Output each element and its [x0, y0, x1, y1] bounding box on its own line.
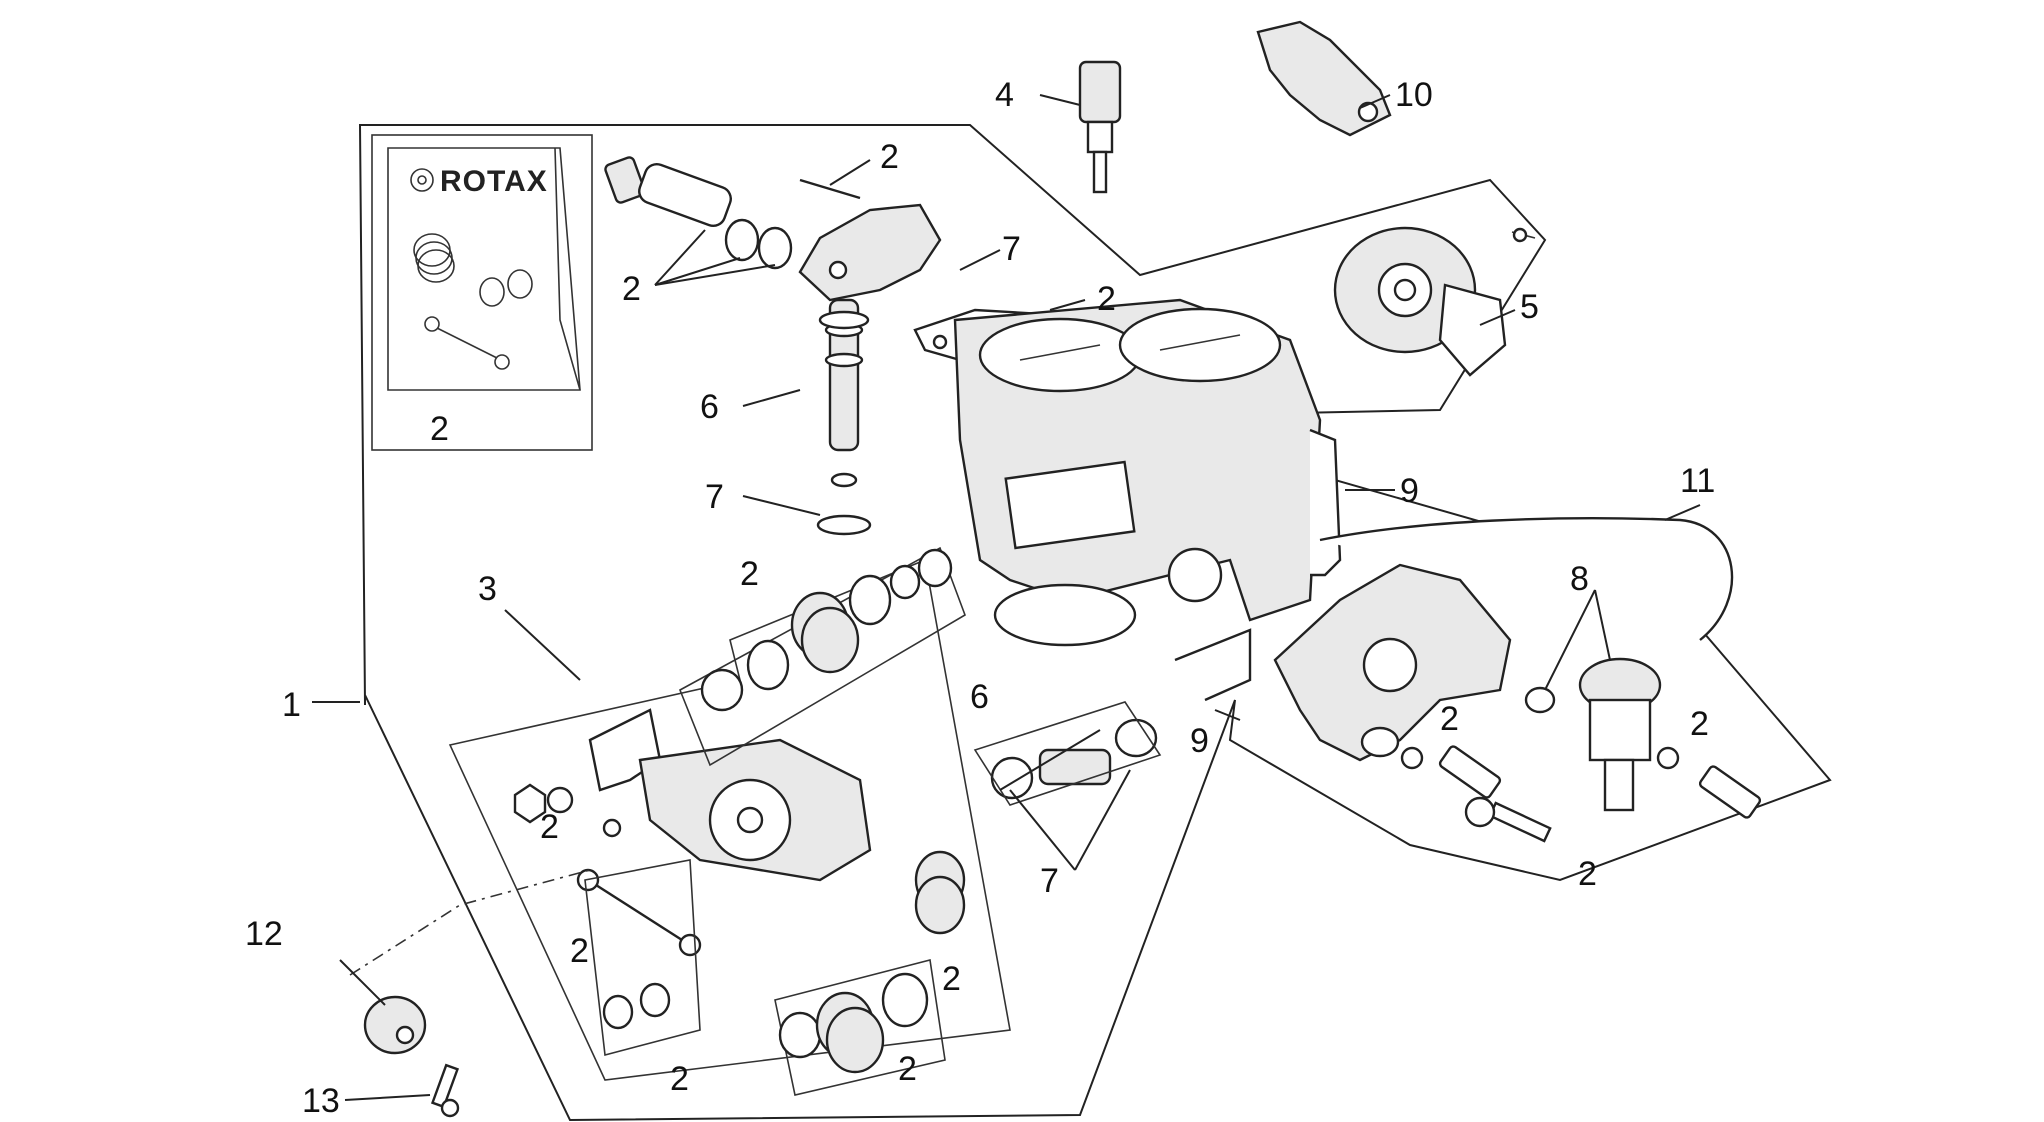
callout-4: 4: [995, 76, 1014, 114]
callout-8: 8: [1570, 560, 1589, 598]
callout-6-upper: 6: [700, 388, 719, 426]
callout-12: 12: [245, 915, 283, 953]
bolt-right: [1464, 796, 1552, 843]
callout-3: 3: [478, 570, 497, 608]
callout-10: 10: [1395, 76, 1433, 114]
bushing-group-outline: [584, 859, 701, 1057]
callout-1: 1: [282, 686, 301, 724]
callout-2-screw-right-2: 2: [1690, 705, 1709, 743]
callout-2-spring-upper: 2: [740, 555, 759, 593]
callout-2-bolt-right: 2: [1578, 855, 1597, 893]
idle-valve-part-6: [990, 718, 1158, 800]
booklet-spring-icon: [413, 233, 455, 283]
callout-2-nut: 2: [540, 808, 559, 846]
throttle-position-sensor-part-5: [1333, 226, 1536, 377]
linkage-plate: [588, 708, 872, 882]
dash-centerline: [349, 869, 591, 976]
screw-right-1: [1400, 745, 1502, 799]
callout-labels: 1 2 2 2 2 2 2 2 2 2 2 2 2 2 3 4 5 6 6 7 …: [245, 76, 1715, 1120]
rotax-logo: ROTAX: [410, 165, 548, 198]
idle-valve-outline: [973, 701, 1162, 806]
throttle-body: [953, 298, 1322, 647]
booklet-bushing-icon: [479, 269, 533, 307]
callout-7-mid: 7: [705, 478, 724, 516]
o-ring-part-7-right: [1114, 718, 1158, 758]
callout-2-bushing: 2: [670, 1060, 689, 1098]
callout-2-lever: 2: [570, 932, 589, 970]
booklet-link-icon: [424, 316, 510, 370]
screw-right-2: [1656, 746, 1762, 819]
nuts-washers-left: [513, 783, 622, 838]
callout-9-lower: 9: [1190, 722, 1209, 760]
callout-2-spring-lower: 2: [898, 1050, 917, 1088]
callout-2-screw-top: 2: [880, 138, 899, 176]
callout-2-gasket: 2: [1097, 280, 1116, 318]
bracket-part-upper: [798, 178, 942, 302]
pressure-regulator-part-8: [1524, 657, 1662, 812]
bushings-part-2: [602, 982, 671, 1030]
callout-13: 13: [302, 1082, 340, 1120]
spring-right-part-2: [914, 850, 966, 935]
fuel-rail: [1273, 563, 1512, 762]
instruction-booklet: ROTAX: [371, 134, 593, 451]
return-spring-upper: [700, 548, 953, 712]
callout-2-spring-right: 2: [942, 960, 961, 998]
callout-2-screw-right-1: 2: [1440, 700, 1459, 738]
leader-lines: [312, 94, 1701, 1101]
hose-part-9-upper: [1309, 428, 1342, 577]
callout-2-booklet: 2: [430, 410, 449, 448]
cable-fitting-part-12: [363, 995, 427, 1055]
callout-5: 5: [1520, 288, 1539, 326]
callout-7-lower: 7: [1040, 862, 1059, 900]
callout-2-bolt: 2: [622, 270, 641, 308]
fuel-hose-part-11: [1319, 517, 1734, 641]
hollow-bolt-part-2: [604, 156, 793, 270]
spring-group-outline-lower: [774, 959, 946, 1096]
assembly-1-outline: [358, 124, 1832, 1122]
callout-9-upper: 9: [1400, 472, 1419, 510]
callout-11: 11: [1680, 462, 1715, 500]
lever-arm-part-2: [576, 868, 702, 957]
spring-lower-part-2: [778, 972, 929, 1074]
callout-7-upper: 7: [1002, 230, 1021, 268]
temperature-sensor-part-4: [1078, 60, 1122, 194]
screw-part-13: [430, 1063, 460, 1118]
callout-6-lower: 6: [970, 678, 989, 716]
map-sensor-part-10: [1256, 20, 1392, 137]
hose-part-9-lower: [1174, 628, 1252, 702]
injector-part-6: [816, 298, 872, 536]
rotax-logo-text: ROTAX: [440, 165, 548, 198]
o-ring-part-7-top: [818, 310, 870, 330]
